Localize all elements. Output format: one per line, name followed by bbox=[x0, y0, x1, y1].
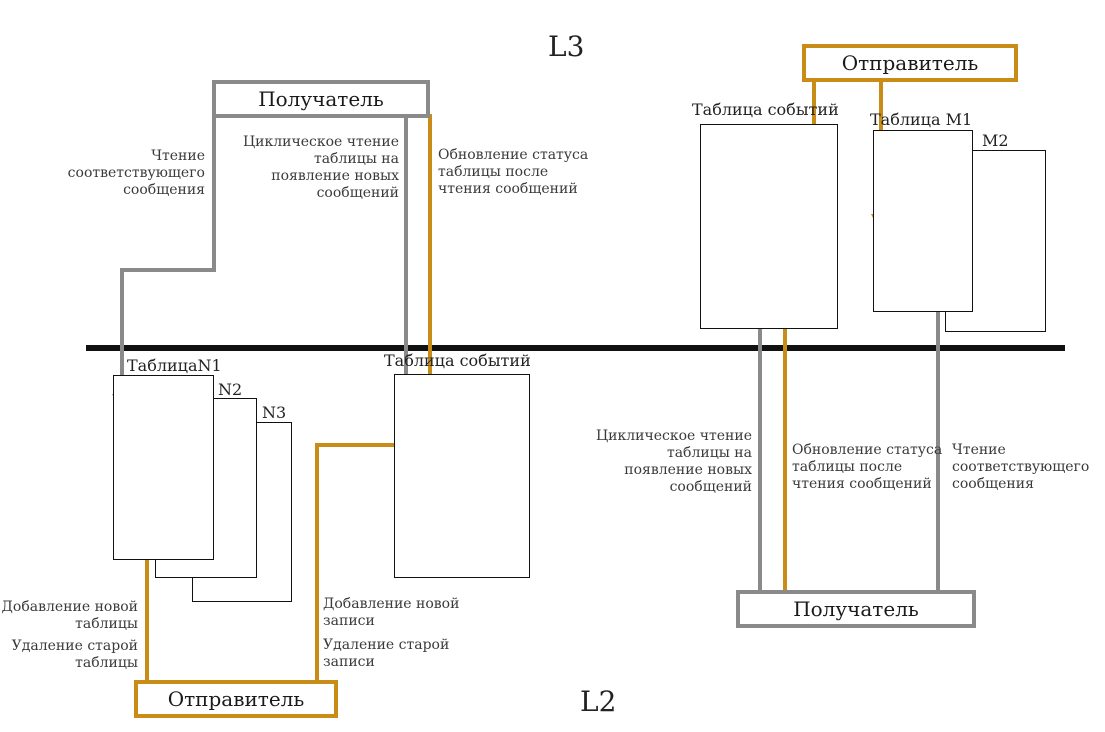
note-line: Обновление статуса bbox=[792, 442, 943, 458]
note-update-status-left: Обновление статуса таблицы после чтения … bbox=[438, 147, 588, 198]
note-line: чтения сообщений bbox=[792, 476, 932, 492]
events-table-right[interactable] bbox=[700, 124, 838, 329]
note-line: соответствующего bbox=[67, 165, 205, 181]
table-m1[interactable] bbox=[873, 130, 973, 312]
events-table-right-label: Таблица событий bbox=[692, 100, 839, 119]
note-line: сообщения bbox=[123, 182, 205, 198]
note-line: Чтение bbox=[952, 442, 1006, 458]
note-line: Удаление старой bbox=[323, 637, 450, 653]
sender-box-right-label: Отправитель bbox=[841, 51, 979, 75]
receiver-box-right-label: Получатель bbox=[793, 597, 919, 621]
table-n3-label: N3 bbox=[262, 403, 287, 422]
sender-box-left-label: Отправитель bbox=[167, 687, 305, 711]
note-line: Удаление старой bbox=[11, 638, 138, 654]
note-line: сообщений bbox=[669, 479, 752, 495]
note-delete-record: Удаление старой записи bbox=[323, 637, 449, 671]
note-line: записи bbox=[323, 654, 375, 670]
events-table-left-label: Таблица событий bbox=[384, 351, 531, 370]
note-cyclic-read-right: Циклическое чтение таблицы на появление … bbox=[582, 428, 752, 496]
table-n2-label: N2 bbox=[218, 380, 243, 399]
note-line: таблицы на bbox=[666, 445, 752, 461]
arrow-add-record-left bbox=[315, 435, 419, 684]
note-line: Обновление статуса bbox=[438, 147, 589, 163]
note-line: Циклическое чтение bbox=[242, 134, 399, 150]
note-line: соответствующего bbox=[952, 459, 1090, 475]
note-line: появление новых bbox=[624, 462, 752, 478]
sender-box-right[interactable]: Отправитель bbox=[802, 44, 1018, 82]
note-line: Добавление новой bbox=[323, 596, 460, 612]
events-table-left[interactable] bbox=[394, 374, 530, 578]
note-line: таблицы на bbox=[313, 151, 399, 167]
layer-label-l2: L2 bbox=[580, 685, 617, 718]
table-m2-label: M2 bbox=[982, 131, 1009, 150]
receiver-box-left-label: Получатель bbox=[258, 87, 384, 111]
note-delete-table: Удаление старой таблицы bbox=[0, 638, 138, 672]
layer-label-l3: L3 bbox=[548, 30, 585, 63]
note-line: таблицы после bbox=[438, 164, 549, 180]
note-line: таблицы bbox=[75, 616, 138, 632]
sender-box-left[interactable]: Отправитель bbox=[134, 680, 338, 718]
note-add-table: Добавление новой таблицы bbox=[0, 599, 138, 633]
note-line: сообщений bbox=[316, 185, 399, 201]
note-line: сообщения bbox=[952, 476, 1034, 492]
note-line: Чтение bbox=[151, 148, 205, 164]
table-n1[interactable] bbox=[113, 375, 214, 560]
table-n1-label: ТаблицаN1 bbox=[127, 356, 222, 375]
note-line: таблицы bbox=[75, 655, 138, 671]
table-m1-label: Таблица M1 bbox=[870, 110, 973, 129]
note-cyclic-read-left: Циклическое чтение таблицы на появление … bbox=[230, 134, 399, 202]
note-line: Добавление новой bbox=[1, 599, 138, 615]
note-line: чтения сообщений bbox=[438, 181, 578, 197]
note-read-message-right: Чтение соответствующего сообщения bbox=[952, 442, 1089, 493]
receiver-box-right[interactable]: Получатель bbox=[736, 590, 976, 628]
receiver-box-left[interactable]: Получатель bbox=[212, 80, 430, 118]
note-line: таблицы после bbox=[792, 459, 903, 475]
arrow-read-message-left bbox=[112, 114, 216, 414]
note-line: Циклическое чтение bbox=[595, 428, 752, 444]
note-add-record: Добавление новой записи bbox=[323, 596, 459, 630]
note-update-status-right: Обновление статуса таблицы после чтения … bbox=[792, 442, 942, 493]
note-line: появление новых bbox=[271, 168, 399, 184]
note-line: записи bbox=[323, 613, 375, 629]
note-read-message-left: Чтение соответствующего сообщения bbox=[40, 148, 205, 199]
